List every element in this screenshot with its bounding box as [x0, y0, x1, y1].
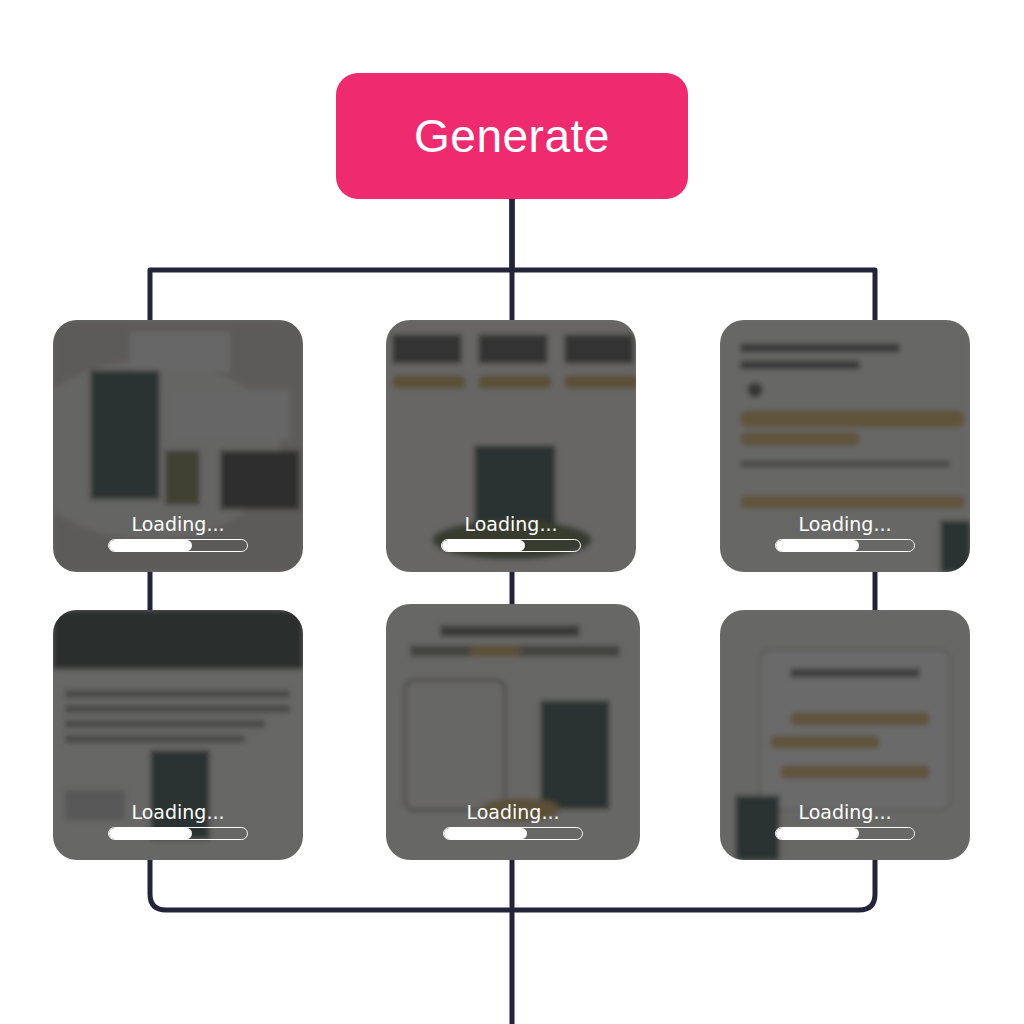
- status-text: Loading...: [131, 513, 224, 535]
- status-text: Loading...: [798, 801, 891, 823]
- loading-tile: Loading...: [53, 610, 303, 860]
- button-label: Generate: [414, 109, 610, 163]
- merge-line: [150, 860, 875, 1024]
- progress-bar: [441, 539, 581, 552]
- progress-bar: [775, 827, 915, 840]
- loading-tile: Loading...: [386, 320, 636, 572]
- ad-image: [53, 320, 303, 572]
- loading-tile: Loading...: [386, 604, 640, 860]
- connector-line: [150, 199, 512, 320]
- progress-bar: [443, 827, 583, 840]
- progress-fill: [109, 540, 192, 551]
- loading-tile: Loading...: [720, 320, 970, 572]
- ad-image: [386, 604, 640, 860]
- ad-image: [720, 320, 970, 572]
- ad-image: [720, 610, 970, 860]
- progress-fill: [444, 828, 527, 839]
- loading-tile: Loading...: [53, 320, 303, 572]
- connector-line: [148, 572, 153, 610]
- progress-fill: [776, 828, 859, 839]
- status-text: Loading...: [464, 513, 557, 535]
- connector-line: [873, 572, 878, 610]
- generate-button: Generate: [336, 73, 688, 199]
- ad-image: [53, 610, 303, 860]
- connector-line: [510, 572, 515, 604]
- progress-fill: [442, 540, 525, 551]
- status-text: Loading...: [131, 801, 224, 823]
- progress-bar: [775, 539, 915, 552]
- status-text: Loading...: [466, 801, 559, 823]
- progress-bar: [108, 827, 248, 840]
- progress-fill: [109, 828, 192, 839]
- progress-bar: [108, 539, 248, 552]
- ad-image: [386, 320, 636, 572]
- progress-fill: [776, 540, 859, 551]
- status-text: Loading...: [798, 513, 891, 535]
- loading-tile: Loading...: [720, 610, 970, 860]
- connector-line: [512, 199, 875, 320]
